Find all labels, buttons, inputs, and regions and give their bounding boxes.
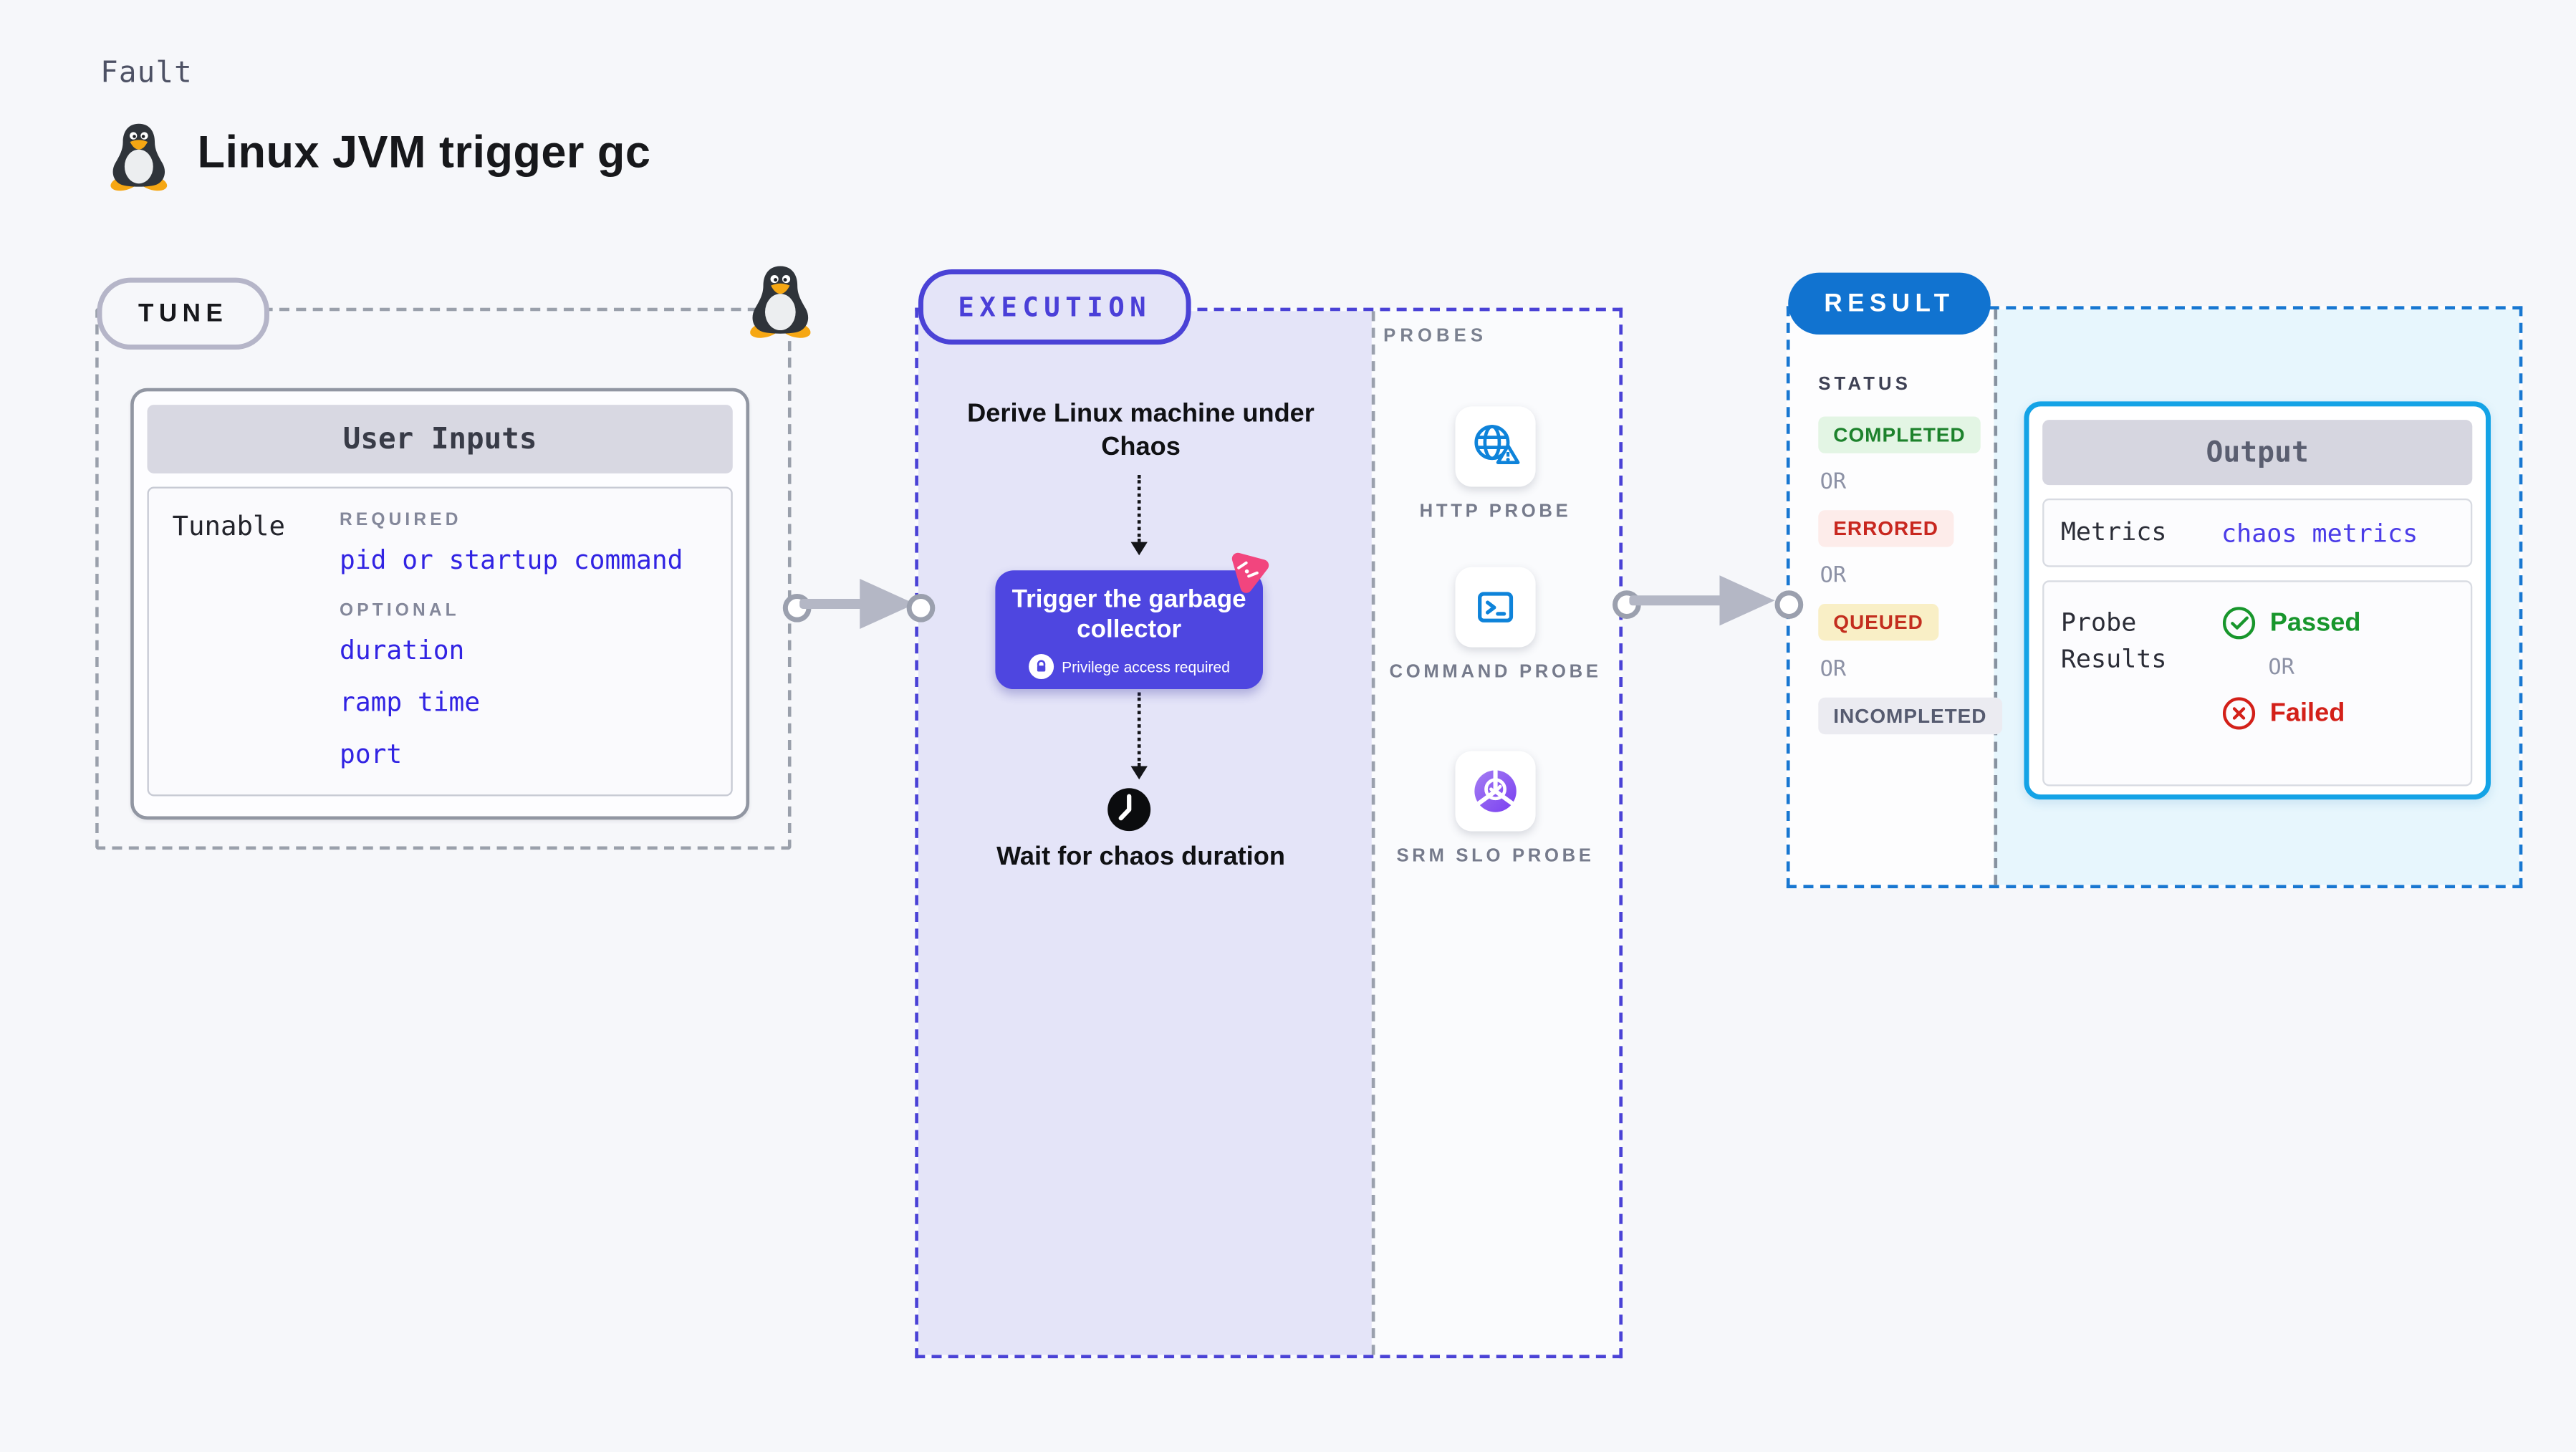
execution-pill: EXECUTION: [918, 269, 1191, 345]
tunable-row-label: Tunable: [172, 510, 285, 542]
command-probe-label: COMMAND PROBE: [1389, 662, 1602, 683]
metrics-label: Metrics: [2060, 516, 2167, 547]
flow-arrow-down: [1137, 475, 1141, 542]
passed-label: Passed: [2269, 607, 2361, 637]
tunable-param: duration: [340, 635, 465, 666]
result-pill: RESULT: [1788, 272, 1991, 335]
flow-arrowhead: [1130, 542, 1148, 556]
user-inputs-title: User Inputs: [147, 405, 733, 473]
command-probe-node: [1455, 567, 1536, 648]
trigger-gc-label: Trigger the garbage collector: [1011, 585, 1246, 645]
flow-arrowhead: [1130, 766, 1148, 780]
status-badge-errored: ERRORED: [1818, 510, 1953, 547]
tunable-param: port: [340, 739, 403, 770]
privilege-note: Privilege access required: [1062, 658, 1230, 675]
flow-arrow-down: [1137, 692, 1141, 766]
linux-penguin-icon: [750, 266, 811, 338]
tunable-param: ramp time: [340, 687, 481, 718]
failed-label: Failed: [2269, 698, 2345, 727]
check-circle-icon: [2222, 607, 2256, 640]
required-label: REQUIRED: [340, 510, 462, 531]
status-badge-queued: QUEUED: [1818, 603, 1938, 641]
srm-slo-probe-node: [1455, 751, 1536, 832]
output-card: Output Metrics chaos metrics Probe Resul…: [2024, 401, 2491, 800]
status-badge-incompleted: INCOMPLETED: [1818, 697, 2002, 735]
tune-pill: TUNE: [97, 277, 269, 350]
output-title: Output: [2042, 420, 2473, 486]
wait-step-text: Wait for chaos duration: [996, 842, 1285, 872]
clock-icon: [1107, 788, 1151, 832]
status-badge-completed: COMPLETED: [1818, 416, 1981, 453]
status-title: STATUS: [1818, 375, 1912, 395]
lock-icon: [1028, 654, 1054, 680]
http-probe-node: [1455, 406, 1536, 487]
slo-gauge-icon: [1474, 769, 1517, 812]
page-title: Linux JVM trigger gc: [197, 127, 651, 178]
derive-step-text: Derive Linux machine under Chaos: [967, 400, 1315, 462]
probe-results-row: Probe Results Passed OR Failed: [2042, 580, 2473, 787]
probes-pane: [1371, 311, 1620, 1355]
globe-alert-icon: [1474, 425, 1520, 464]
probe-results-label: Probe Results: [2060, 607, 2167, 674]
or-separator: OR: [1820, 563, 1847, 589]
tune-box: [95, 307, 792, 850]
execution-box: [915, 307, 1623, 1359]
probes-label: PROBES: [1383, 326, 1488, 347]
user-inputs-table: Tunable REQUIRED pid or startup command …: [147, 486, 733, 797]
tune-to-execution-arrow: [782, 578, 936, 629]
x-circle-icon: [2222, 697, 2256, 730]
terminal-icon: [1478, 592, 1514, 622]
or-separator: OR: [1820, 657, 1847, 683]
srm-slo-probe-label: SRM SLO PROBE: [1396, 846, 1595, 867]
tunable-param: pid or startup command: [340, 545, 683, 576]
or-separator: OR: [2268, 655, 2294, 681]
execution-pane: [918, 311, 1372, 1355]
status-column: STATUS COMPLETED OR ERRORED OR QUEUED OR…: [1818, 375, 2002, 735]
http-probe-label: HTTP PROBE: [1419, 501, 1572, 522]
metrics-row: Metrics chaos metrics: [2042, 498, 2473, 567]
fault-kicker: Fault: [100, 57, 193, 91]
optional-label: OPTIONAL: [340, 600, 460, 621]
execution-to-result-arrow: [1613, 575, 1804, 626]
metrics-value: chaos metrics: [2221, 517, 2418, 548]
linux-penguin-icon: [110, 123, 168, 191]
trigger-gc-node: Trigger the garbage collector Privilege …: [995, 570, 1264, 690]
or-separator: OR: [1820, 470, 1847, 496]
user-inputs-card: User Inputs Tunable REQUIRED pid or star…: [130, 388, 750, 820]
chaos-module-icon: [1231, 552, 1269, 593]
